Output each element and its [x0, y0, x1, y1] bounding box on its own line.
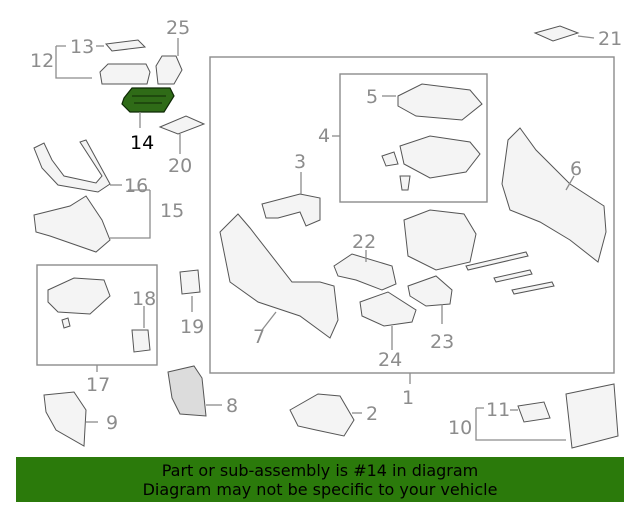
part-18	[131, 329, 151, 353]
callout-13: 13	[70, 36, 94, 58]
part-14-highlighted	[121, 87, 175, 113]
callout-14: 14	[130, 132, 154, 154]
part-center-box	[403, 209, 477, 271]
part-24	[359, 291, 417, 327]
callout-15: 15	[160, 200, 184, 222]
banner-line-1: Part or sub-assembly is #14 in diagram	[161, 461, 479, 480]
part-11	[517, 401, 551, 423]
leader-10	[475, 407, 566, 441]
callout-24: 24	[378, 349, 402, 371]
part-7	[219, 213, 339, 339]
callout-10: 10	[448, 417, 472, 439]
part-19	[179, 269, 201, 295]
banner-line-2: Diagram may not be specific to your vehi…	[142, 480, 498, 499]
part-4-bolt	[399, 175, 411, 191]
callout-19: 19	[180, 316, 204, 338]
leader-6	[565, 175, 575, 191]
part-5	[397, 83, 483, 121]
part-14-detail	[132, 95, 166, 104]
callout-25: 25	[166, 17, 190, 39]
part-6	[501, 127, 607, 263]
part-9	[43, 391, 87, 447]
callout-5: 5	[366, 86, 378, 108]
callout-7: 7	[253, 326, 265, 348]
part-4-bin	[399, 135, 481, 179]
part-3	[261, 193, 321, 227]
leader-21	[577, 35, 595, 39]
callout-21: 21	[598, 28, 622, 50]
callout-6: 6	[570, 158, 582, 180]
leader-12	[55, 45, 92, 79]
callout-9: 9	[106, 412, 118, 434]
part-12	[99, 63, 151, 85]
callout-17: 17	[86, 374, 110, 396]
part-22	[333, 253, 397, 291]
callout-16: 16	[124, 175, 148, 197]
callout-11: 11	[486, 399, 510, 421]
main-assembly-box	[209, 56, 615, 374]
part-16	[33, 139, 111, 193]
part-rods	[465, 251, 555, 295]
callout-12: 12	[30, 50, 54, 72]
callout-18: 18	[132, 288, 156, 310]
callout-23: 23	[430, 331, 454, 353]
leader-15	[110, 189, 151, 239]
part-15	[33, 195, 111, 253]
part-17	[47, 277, 111, 315]
leader-7	[261, 311, 277, 331]
part-20	[158, 115, 206, 135]
part-4-clip	[381, 151, 399, 167]
callout-4: 4	[318, 125, 330, 147]
part-2	[289, 393, 355, 437]
callout-3: 3	[294, 151, 306, 173]
armrest-subassembly-box	[339, 73, 488, 203]
part-13	[105, 39, 147, 52]
part-23	[407, 275, 453, 307]
part-10	[565, 383, 619, 449]
part-25	[155, 55, 183, 85]
callout-22: 22	[352, 231, 376, 253]
part-17-small	[61, 317, 71, 329]
part-8	[167, 365, 207, 417]
callout-1: 1	[402, 387, 414, 409]
disclaimer-banner: Part or sub-assembly is #14 in diagram D…	[16, 457, 624, 502]
part-21	[533, 25, 580, 42]
callout-8: 8	[226, 395, 238, 417]
callout-20: 20	[168, 155, 192, 177]
callout-2: 2	[366, 403, 378, 425]
